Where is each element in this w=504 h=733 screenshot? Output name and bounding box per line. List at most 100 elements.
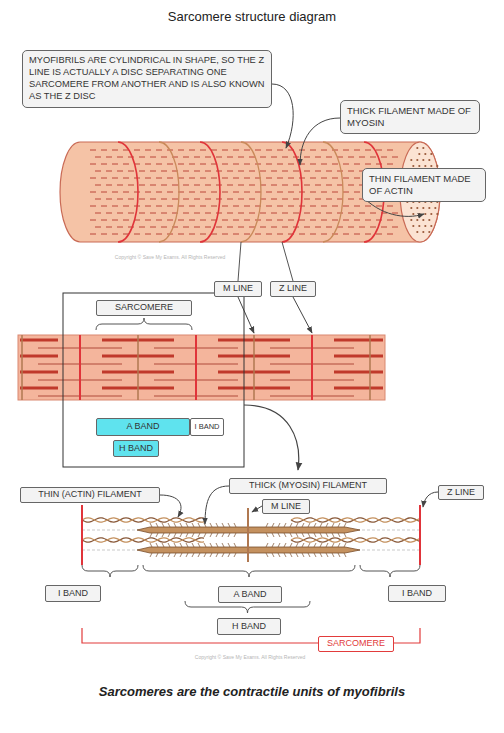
- myosin-head: [174, 543, 176, 547]
- filament-dash: [117, 171, 123, 172]
- filament-dash: [244, 206, 250, 207]
- filament-dash: [233, 178, 239, 179]
- myosin-bar: [20, 387, 58, 390]
- filament-dash: [123, 192, 129, 193]
- filament-dash: [156, 164, 162, 165]
- myosin-head: [156, 523, 158, 527]
- actin-strand: [82, 538, 204, 542]
- filament-dash: [293, 171, 299, 172]
- filament-dash: [178, 234, 184, 235]
- filament-dash: [200, 220, 206, 221]
- filament-end-dot: [412, 225, 414, 227]
- myosin-head: [332, 533, 334, 537]
- filament-dash: [145, 206, 151, 207]
- node-text: A BAND: [99, 421, 187, 433]
- myosin-head: [278, 533, 280, 537]
- filament-dash: [282, 227, 288, 228]
- filament-dash: [376, 206, 382, 207]
- filament-dash: [249, 213, 255, 214]
- filament-dash: [205, 185, 211, 186]
- filament-dash: [260, 213, 266, 214]
- filament-dash: [238, 171, 244, 172]
- myosin-head: [168, 533, 170, 537]
- myosin-bar: [20, 371, 58, 374]
- filament-dash: [112, 192, 118, 193]
- filament-dash: [222, 206, 228, 207]
- filament-dash: [205, 227, 211, 228]
- myosin-head: [296, 553, 298, 557]
- myosin-head: [228, 523, 230, 527]
- filament-dash: [304, 171, 310, 172]
- filament-dash: [106, 213, 112, 214]
- filament-dash: [167, 206, 173, 207]
- filament-dash: [101, 178, 107, 179]
- filament-dash: [95, 185, 101, 186]
- filament-dash: [266, 178, 272, 179]
- filament-end-dot: [416, 207, 418, 209]
- filament-dash: [321, 164, 327, 165]
- filament-dash: [222, 220, 228, 221]
- myosin-head: [198, 523, 200, 527]
- myosin-head: [296, 543, 298, 547]
- filament-dash: [117, 213, 123, 214]
- filament-dash: [271, 199, 277, 200]
- filament-dash: [227, 171, 233, 172]
- filament-dash: [348, 185, 354, 186]
- myosin-head: [266, 543, 268, 547]
- myosin-head: [234, 533, 236, 537]
- myosin-bar: [334, 355, 383, 358]
- filament-dash: [238, 213, 244, 214]
- myosin-head: [216, 533, 218, 537]
- band-label: A BAND: [96, 418, 190, 436]
- filament-dash: [365, 206, 371, 207]
- filament-dash: [189, 150, 195, 151]
- filament-dash: [260, 171, 266, 172]
- filament-dash: [343, 164, 349, 165]
- filament-end-dot: [412, 213, 414, 215]
- myosin-head: [204, 553, 206, 557]
- myosin-head: [234, 523, 236, 527]
- filament-dash: [365, 150, 371, 151]
- filament-dash: [293, 185, 299, 186]
- node-text: I BAND: [193, 422, 221, 432]
- filament-dash: [123, 220, 129, 221]
- actin-strand: [82, 518, 204, 522]
- filament-dash: [244, 234, 250, 235]
- myosin-head: [168, 543, 170, 547]
- myosin-head: [162, 533, 164, 537]
- filament-dash: [387, 206, 393, 207]
- sarcomere-detail: [82, 505, 420, 565]
- filament-end-dot: [412, 165, 414, 167]
- myosin-head: [272, 543, 274, 547]
- filament-dash: [332, 192, 338, 193]
- filament-dash: [134, 150, 140, 151]
- filament-dash: [95, 227, 101, 228]
- filament-dash: [282, 185, 288, 186]
- filament-dash: [326, 185, 332, 186]
- myosin-head: [266, 523, 268, 527]
- filament-dash: [282, 157, 288, 158]
- actin-strand: [82, 538, 204, 542]
- filament-dash: [112, 178, 118, 179]
- myosin-head: [320, 533, 322, 537]
- band-label: H BAND: [113, 440, 159, 457]
- myosin-head: [290, 523, 292, 527]
- filament-dash: [90, 234, 96, 235]
- myosin-head: [210, 553, 212, 557]
- filament-dash: [277, 220, 283, 221]
- filament-dash: [117, 157, 123, 158]
- filament-dash: [233, 206, 239, 207]
- filament-dash: [101, 150, 107, 151]
- filament-end-dot: [424, 213, 426, 215]
- myosin-head: [284, 543, 286, 547]
- filament-dash: [332, 164, 338, 165]
- filament-dash: [282, 199, 288, 200]
- myosin-head: [150, 523, 152, 527]
- filament-dash: [310, 150, 316, 151]
- node-text: Z LINE: [441, 487, 481, 499]
- filament-dash: [172, 199, 178, 200]
- myosin-head: [222, 533, 224, 537]
- filament-dash: [277, 164, 283, 165]
- filament-dash: [249, 157, 255, 158]
- filament-dash: [112, 150, 118, 151]
